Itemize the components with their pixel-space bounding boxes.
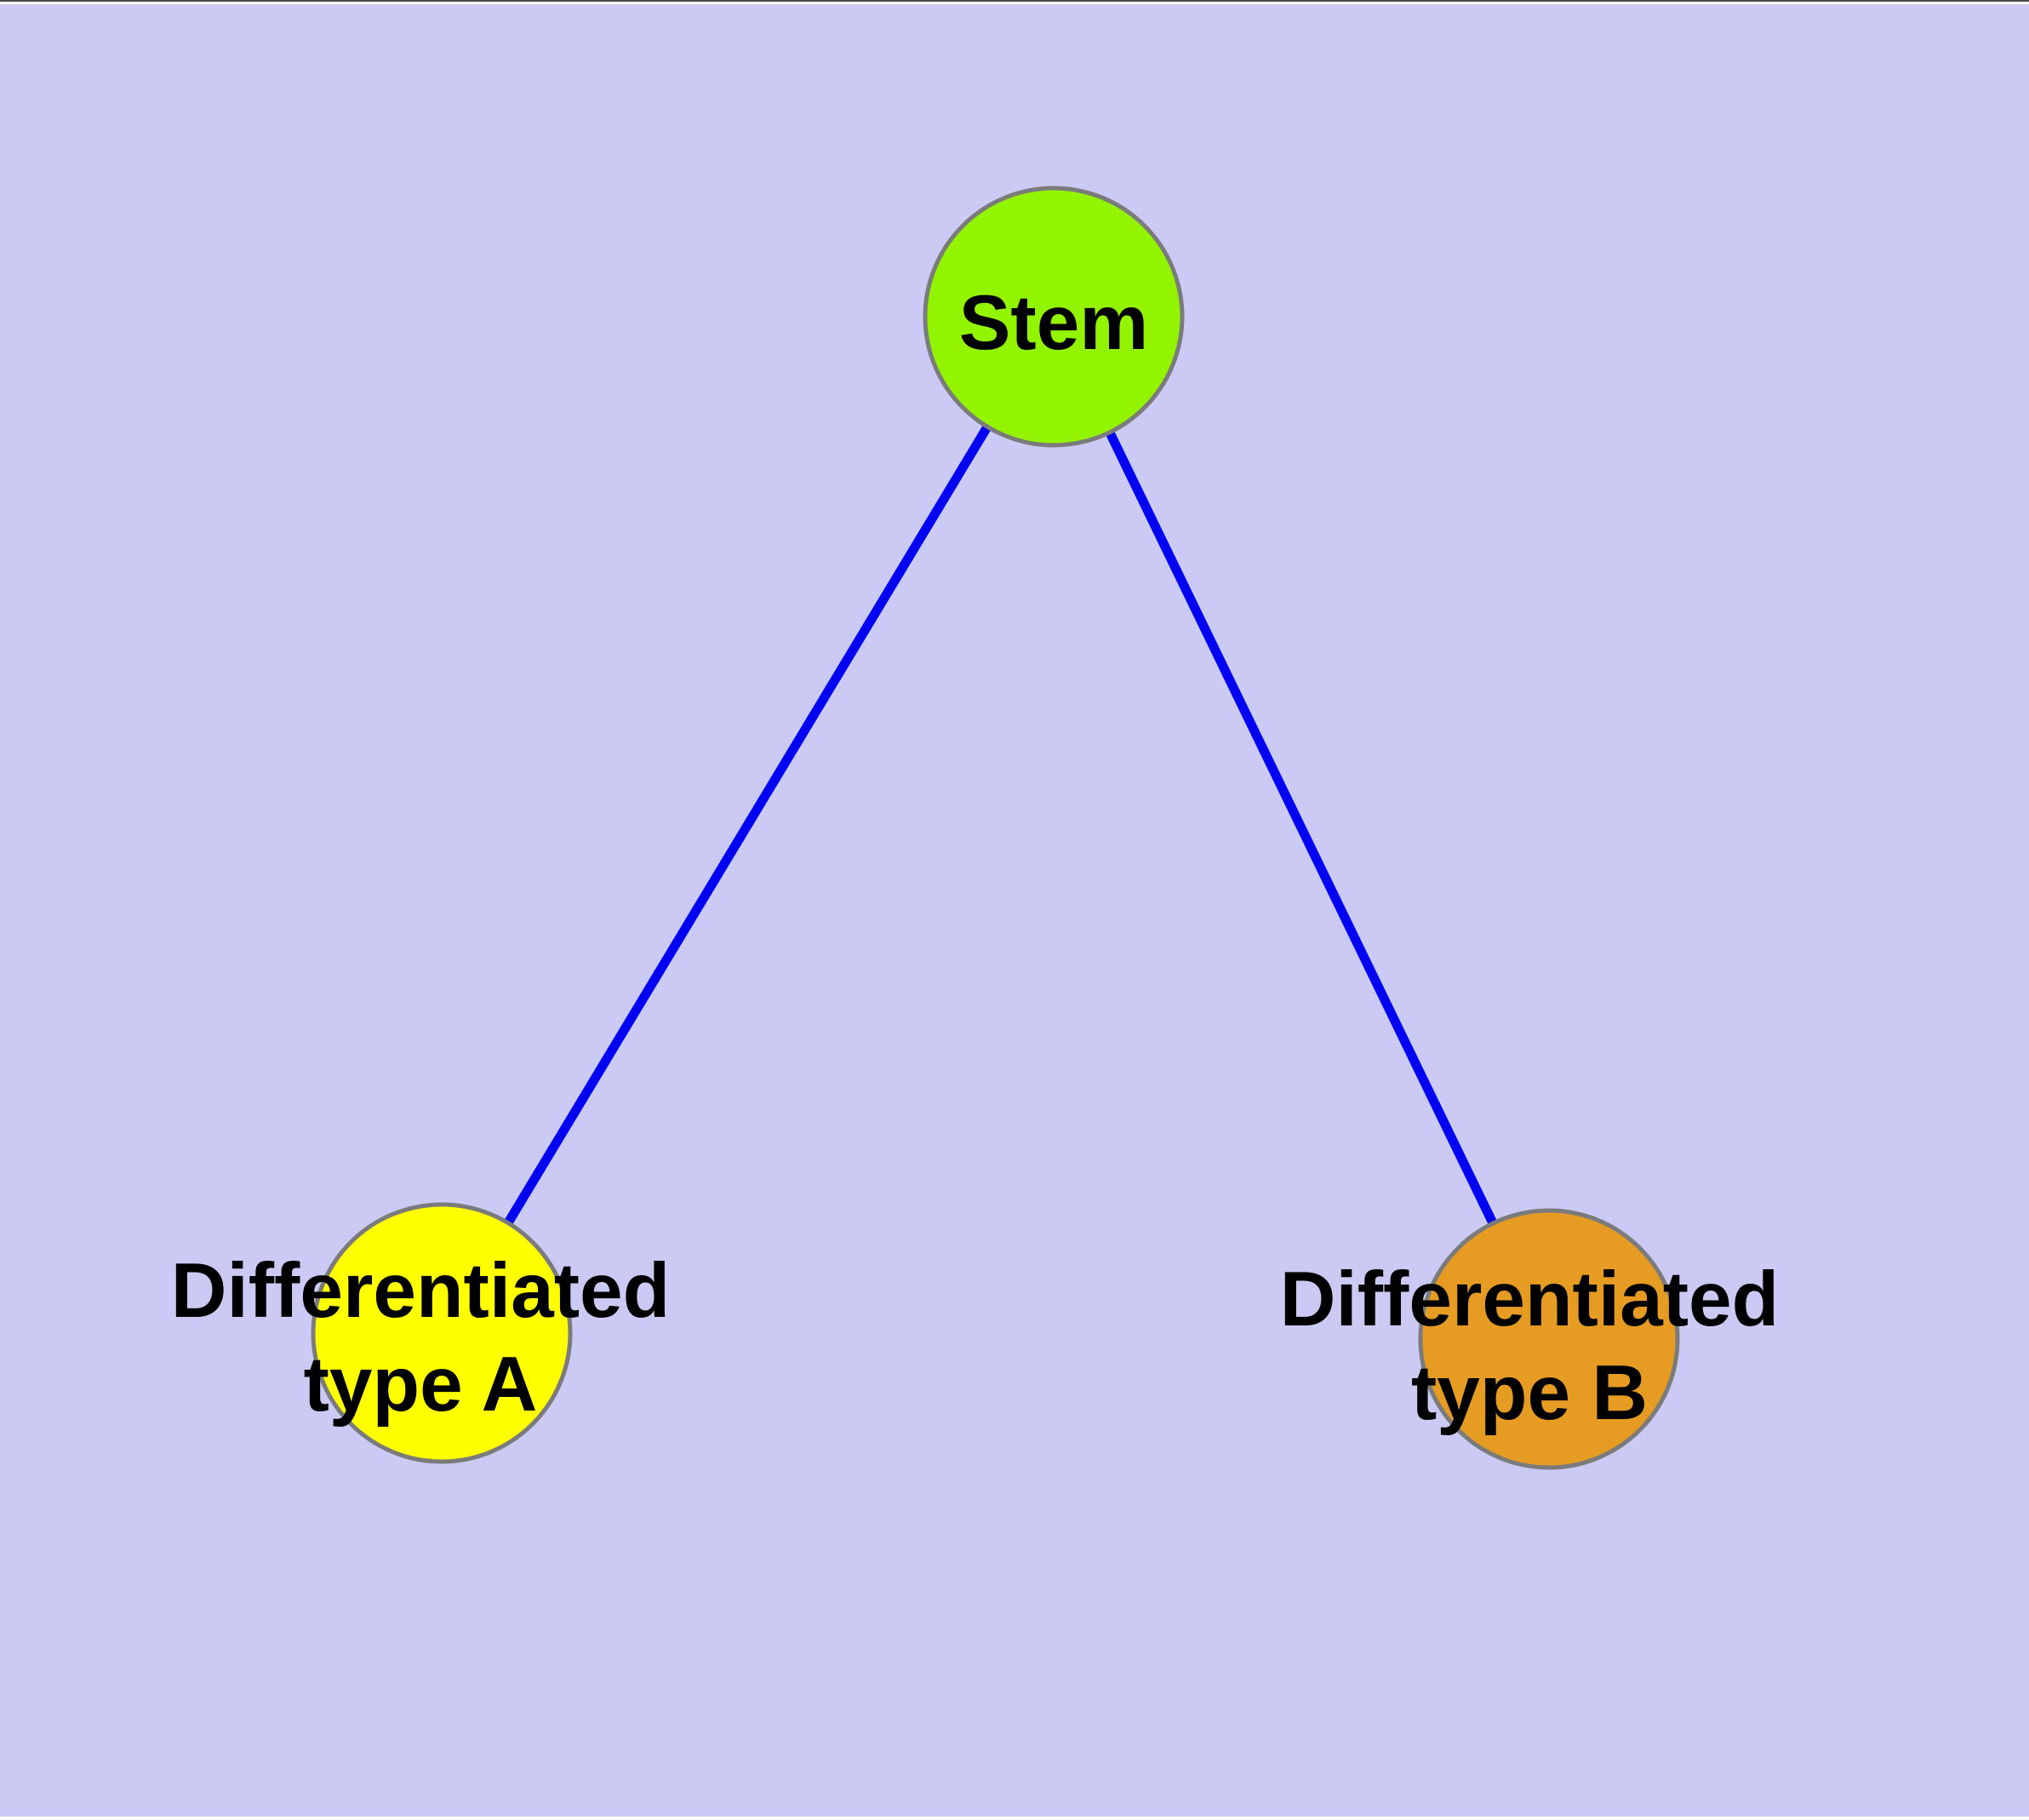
canvas-frame-bottom-strip xyxy=(0,1817,2029,1820)
node-differentiated-type-a[interactable] xyxy=(311,1202,573,1464)
node-type-a-label-line1: Differentiated xyxy=(171,1248,671,1334)
edge-stem-to-type-b[interactable] xyxy=(1049,314,1553,1342)
edge-stem-to-type-a[interactable] xyxy=(437,314,1058,1336)
node-type-a-label-line2: type A xyxy=(304,1342,538,1428)
node-stem-label: Stem xyxy=(959,280,1149,366)
node-differentiated-type-b[interactable] xyxy=(1418,1208,1680,1470)
node-type-b-label-line1: Differentiated xyxy=(1280,1256,1780,1342)
node-type-b-label-line2: type B xyxy=(1411,1350,1648,1436)
canvas-frame-top-strip xyxy=(0,2,2029,4)
canvas-frame-top-line xyxy=(0,0,2029,2)
node-stem[interactable] xyxy=(923,186,1185,448)
